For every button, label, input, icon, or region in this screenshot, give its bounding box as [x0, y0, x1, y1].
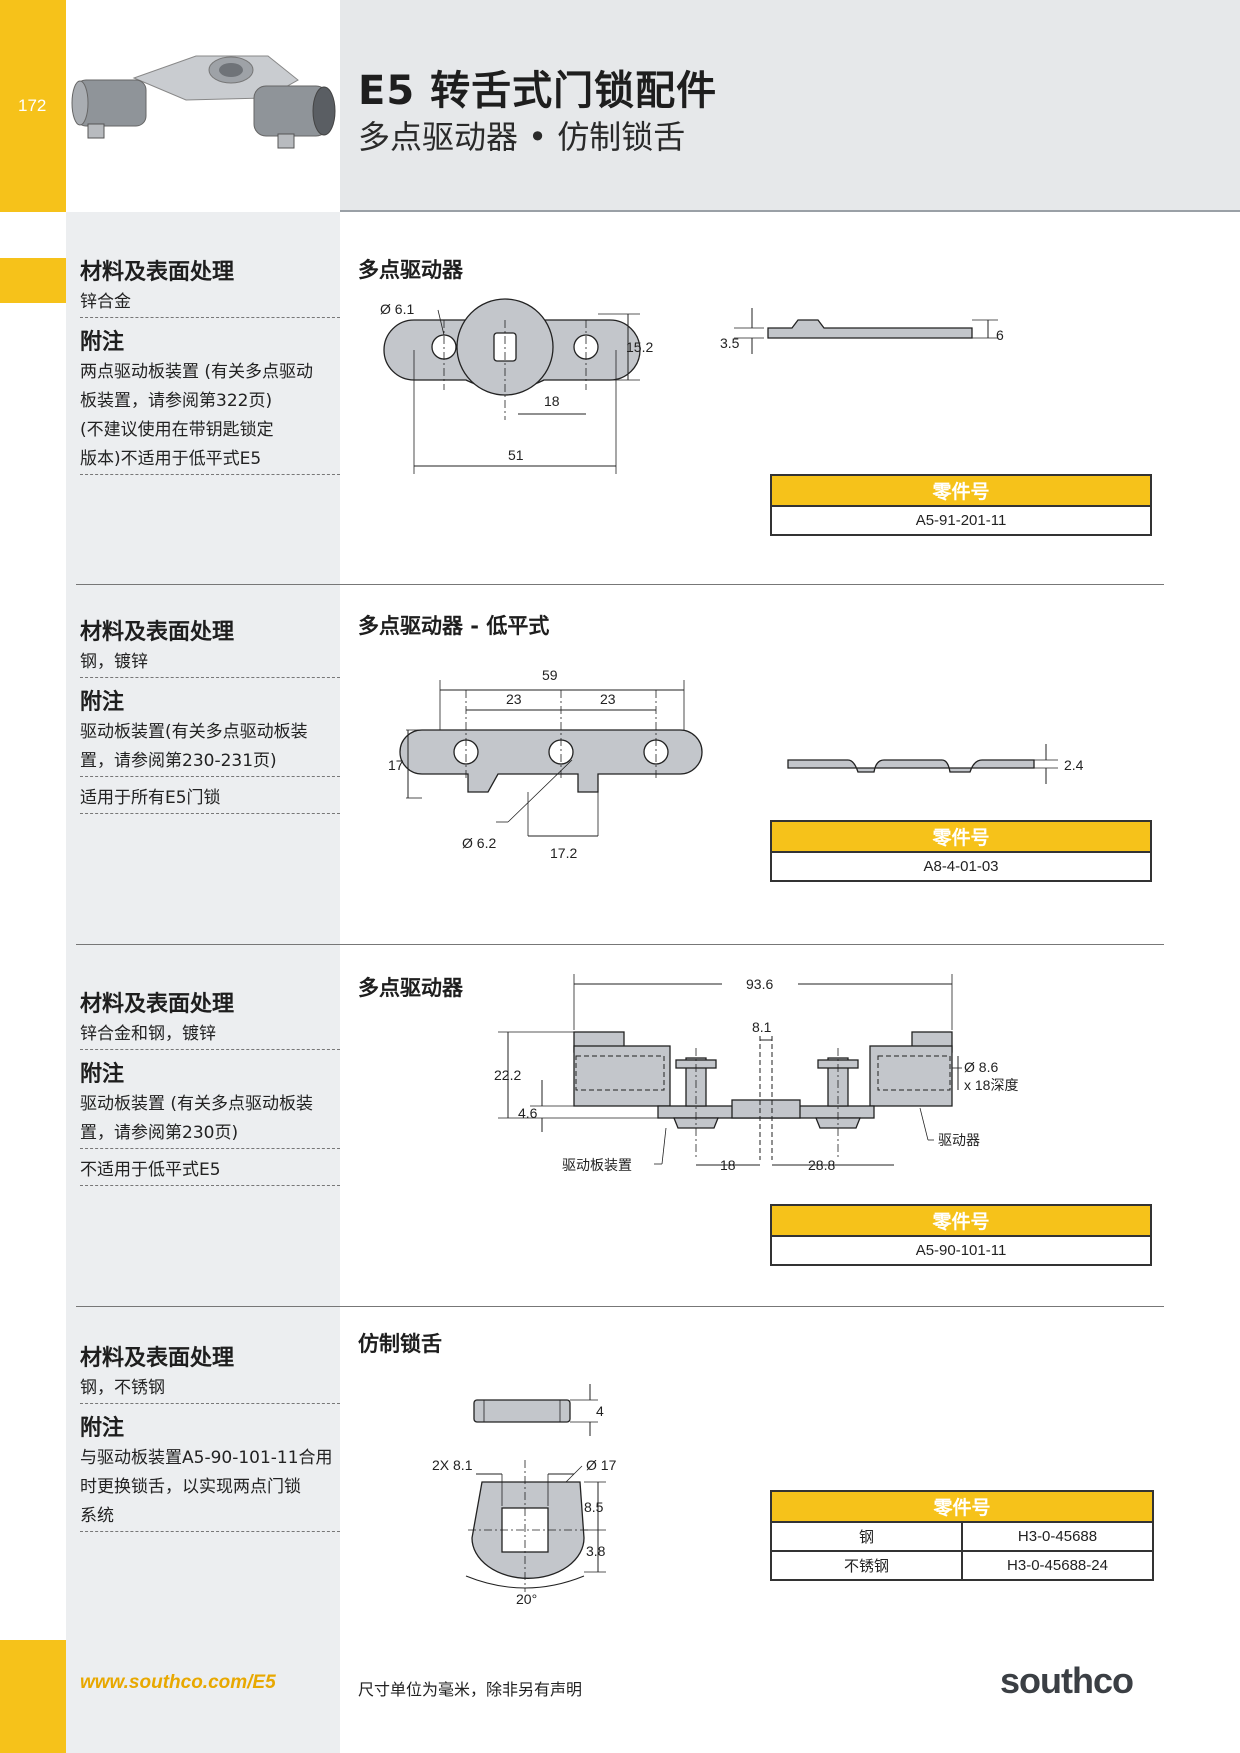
- table-header: 零件号: [770, 820, 1152, 853]
- dim-label: 20°: [516, 1591, 537, 1607]
- material-label: 材料及表面处理: [80, 260, 235, 285]
- dim-label: 2.4: [1064, 757, 1084, 773]
- section-divider: [76, 584, 1164, 585]
- dim-label: 2X 8.1: [432, 1457, 473, 1473]
- note-line: 置，请参阅第230页): [80, 1123, 239, 1143]
- dim-label: Ø 17: [586, 1457, 617, 1473]
- dim-label: Ø 8.6: [964, 1059, 998, 1075]
- dim-label: 18: [720, 1157, 736, 1173]
- product-photo: [66, 0, 340, 210]
- dim-label: x 18深度: [964, 1077, 1018, 1093]
- section-heading: 多点驱动器: [358, 258, 463, 282]
- southco-logo: southco: [1000, 1660, 1134, 1701]
- notes-label: 附注: [80, 330, 125, 355]
- note-line: (不建议使用在带钥匙锁定: [80, 420, 274, 440]
- dim-label: 51: [508, 447, 524, 463]
- note-line: 驱动板装置 (有关多点驱动板装: [80, 1094, 314, 1114]
- table-header: 零件号: [770, 474, 1152, 507]
- extra-note: 适用于所有E5门锁: [80, 784, 340, 814]
- note-line: 与驱动板装置A5-90-101-11合用: [80, 1448, 333, 1468]
- notes-label: 附注: [80, 690, 125, 715]
- drawing-replacement-latch: 4 2X 8.1 Ø 17 8.5 3.8 20°: [432, 1384, 617, 1607]
- drawing-multipoint-actuator-2: 93.6 8.1 22.2 4.6 Ø 8.6 x 18深度 18 28.8 驱…: [494, 974, 1018, 1173]
- material-label: 材料及表面处理: [80, 992, 235, 1017]
- drawing-low-profile-actuator: 59 23 23 17 Ø 6.2 17.2 2.4: [388, 667, 1084, 860]
- dim-label: 6: [996, 327, 1004, 343]
- note-line: 板装置，请参阅第322页): [80, 391, 273, 411]
- dim-label: 59: [542, 667, 558, 683]
- dim-label: 15.2: [626, 339, 653, 355]
- dim-label: 23: [506, 691, 522, 707]
- part-number: A8-4-01-03: [770, 851, 1152, 882]
- dim-label: 8.5: [584, 1499, 604, 1515]
- note-line: 系统: [80, 1506, 114, 1526]
- section-divider: [76, 1306, 1164, 1307]
- dim-label: Ø 6.2: [462, 835, 496, 851]
- notes-text: 驱动板装置 (有关多点驱动板装 置，请参阅第230页): [80, 1090, 340, 1149]
- notes-text: 两点驱动板装置 (有关多点驱动 板装置，请参阅第322页) (不建议使用在带钥匙…: [80, 358, 340, 475]
- part-number-table: 零件号 A5-90-101-11: [770, 1204, 1152, 1266]
- material-value: 锌合金: [80, 288, 340, 318]
- accent-strip-bottom: [0, 1640, 66, 1753]
- material-value: 锌合金和钢，镀锌: [80, 1020, 340, 1050]
- dim-label: 23: [600, 691, 616, 707]
- dim-label: 18: [544, 393, 560, 409]
- side-panel: [66, 212, 340, 1753]
- extra-note: 不适用于低平式E5: [80, 1156, 340, 1186]
- section-heading: 仿制锁舌: [358, 1332, 442, 1356]
- part-number-table: 零件号 A8-4-01-03: [770, 820, 1152, 882]
- table-header: 零件号: [770, 1204, 1152, 1237]
- note-line: 时更换锁舌，以实现两点门锁: [80, 1477, 301, 1497]
- page-title: E5 转舌式门锁配件: [358, 68, 718, 114]
- note-line: 置，请参阅第230-231页): [80, 751, 277, 771]
- material-value: 钢，镀锌: [80, 648, 340, 678]
- material-cell: 钢: [770, 1521, 963, 1552]
- notes-label: 附注: [80, 1062, 125, 1087]
- section-divider: [76, 944, 1164, 945]
- part-number-table: 零件号 A5-91-201-11: [770, 474, 1152, 536]
- header-band: [340, 0, 1240, 212]
- part-number: H3-0-45688-24: [961, 1550, 1154, 1581]
- material-value: 钢，不锈钢: [80, 1374, 340, 1404]
- footer-url[interactable]: www.southco.com/E5: [80, 1672, 276, 1693]
- callout-drive-plate: 驱动板装置: [562, 1157, 632, 1173]
- dim-label: 28.8: [808, 1157, 835, 1173]
- page-number: 172: [18, 96, 47, 115]
- note-line: 两点驱动板装置 (有关多点驱动: [80, 362, 314, 382]
- callout-actuator: 驱动器: [938, 1132, 980, 1148]
- part-number: A5-91-201-11: [770, 505, 1152, 536]
- notes-label: 附注: [80, 1416, 125, 1441]
- dim-label: 22.2: [494, 1067, 521, 1083]
- part-number: A5-90-101-11: [770, 1235, 1152, 1266]
- page-subtitle: 多点驱动器 • 仿制锁舌: [358, 118, 686, 156]
- table-header: 零件号: [770, 1490, 1154, 1523]
- note-line: 驱动板装置(有关多点驱动板装: [80, 722, 308, 742]
- dim-label: 3.8: [586, 1543, 606, 1559]
- accent-strip: [0, 0, 66, 212]
- section-heading: 多点驱动器 - 低平式: [358, 614, 550, 638]
- dim-label: 93.6: [746, 976, 773, 992]
- dim-label: 3.5: [720, 335, 740, 351]
- material-cell: 不锈钢: [770, 1550, 963, 1581]
- notes-text: 驱动板装置(有关多点驱动板装 置，请参阅第230-231页): [80, 718, 340, 777]
- part-number: H3-0-45688: [961, 1521, 1154, 1552]
- material-label: 材料及表面处理: [80, 1346, 235, 1371]
- notes-text: 与驱动板装置A5-90-101-11合用 时更换锁舌，以实现两点门锁 系统: [80, 1444, 340, 1532]
- dim-label: 17: [388, 757, 404, 773]
- footer-note: 尺寸单位为毫米，除非另有声明: [358, 1680, 583, 1699]
- dim-label: 8.1: [752, 1019, 772, 1035]
- section-heading: 多点驱动器: [358, 976, 463, 1000]
- material-label: 材料及表面处理: [80, 620, 235, 645]
- part-number-table: 零件号 钢 H3-0-45688 不锈钢 H3-0-45688-24: [770, 1490, 1154, 1581]
- dim-label: Ø 6.1: [380, 301, 414, 317]
- dim-label: 4: [596, 1403, 604, 1419]
- dim-label: 4.6: [518, 1105, 538, 1121]
- section-tab: [0, 258, 66, 303]
- note-line: 版本)不适用于低平式E5: [80, 449, 262, 469]
- drawing-multipoint-actuator-1: Ø 6.1 15.2 18 51 3.5 6: [380, 298, 1004, 474]
- dim-label: 17.2: [550, 845, 577, 860]
